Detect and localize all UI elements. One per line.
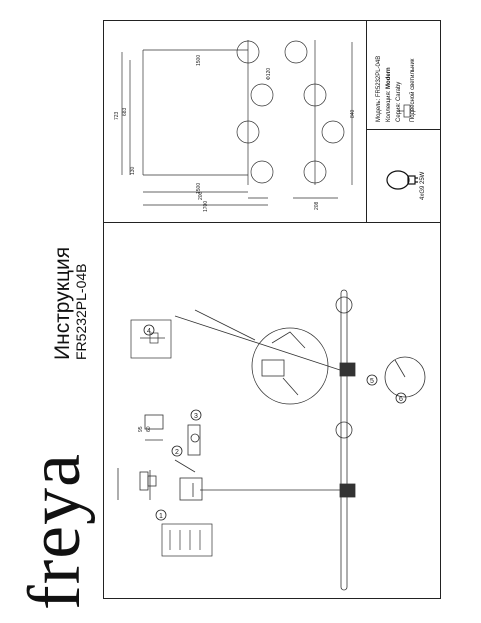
dim-globe: Ф120 (266, 68, 272, 80)
canopy-detail (144, 414, 201, 473)
ceiling-mount-detail (117, 468, 157, 500)
spec-panel (367, 20, 441, 223)
spec-divider (367, 129, 441, 130)
assembly-drawing (174, 289, 426, 591)
dim-offset: 200 (198, 191, 204, 200)
dim-height-a: 723 (114, 111, 120, 120)
step4-panel (130, 319, 172, 359)
step-callouts: 1 2 3 4 5 6 (143, 324, 407, 521)
callout-6: 6 (399, 396, 403, 403)
series-icon (399, 104, 411, 118)
detail-magnifier (194, 309, 329, 405)
dimension-panel (103, 20, 367, 223)
callout-5: 5 (370, 378, 374, 385)
side-view-drawing (121, 40, 274, 206)
dim-height-c: 840 (350, 109, 356, 118)
dim-canopy: 130 (130, 166, 136, 175)
dim-length-bottom: 1500 (196, 183, 202, 194)
instruction-frame (103, 20, 441, 599)
callout-3: 3 (194, 413, 198, 420)
callout-1: 1 (159, 513, 163, 520)
front-view-drawing (284, 40, 353, 199)
dim-depth: 208 (314, 201, 320, 210)
wiring-box (161, 523, 213, 557)
callout-2: 2 (175, 449, 179, 456)
detail-dim-a: 95 (138, 426, 144, 432)
dim-total-length: 1700 (203, 201, 209, 212)
dim-height-b: 683 (122, 107, 128, 116)
bulb-icon (386, 170, 418, 190)
dim-length-top: 1500 (196, 55, 202, 66)
detail-dim-b: 60 (146, 426, 152, 432)
callout-4: 4 (147, 328, 151, 335)
